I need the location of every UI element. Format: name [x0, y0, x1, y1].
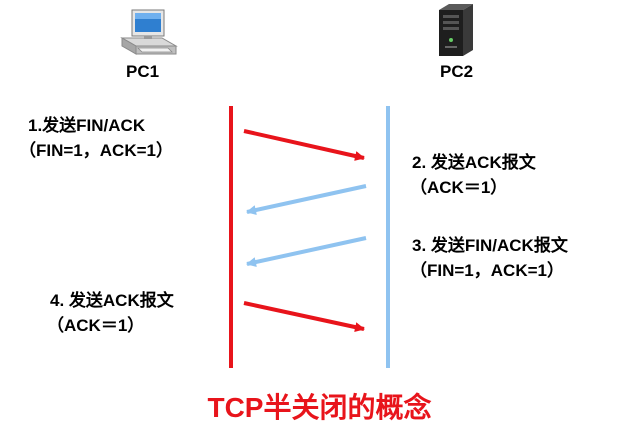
pc2-label: PC2 [440, 62, 474, 81]
step-1-label: 1.发送FIN/ACK [28, 116, 146, 135]
step-2-flags: （ACK＝1） [410, 178, 508, 197]
step-3-arrow [246, 236, 367, 267]
step-1-flags: （FIN=1，ACK=1） [19, 141, 173, 160]
step-3-label: 3. 发送FIN/ACK报文 [412, 236, 568, 255]
diagram-title: TCP半关闭的概念 [207, 392, 432, 423]
server-tower-icon [439, 4, 473, 56]
step-4-flags: （ACK＝1） [47, 316, 145, 335]
step-1-arrow [243, 129, 365, 161]
step-4-label: 4. 发送ACK报文 [50, 291, 174, 310]
step-4-arrow [243, 301, 365, 332]
desktop-computer-icon [120, 9, 178, 55]
step-3-flags: （FIN=1，ACK=1） [410, 261, 564, 280]
pc1-label: PC1 [126, 62, 160, 81]
step-2-label: 2. 发送ACK报文 [412, 153, 536, 172]
step-2-arrow [246, 184, 367, 215]
